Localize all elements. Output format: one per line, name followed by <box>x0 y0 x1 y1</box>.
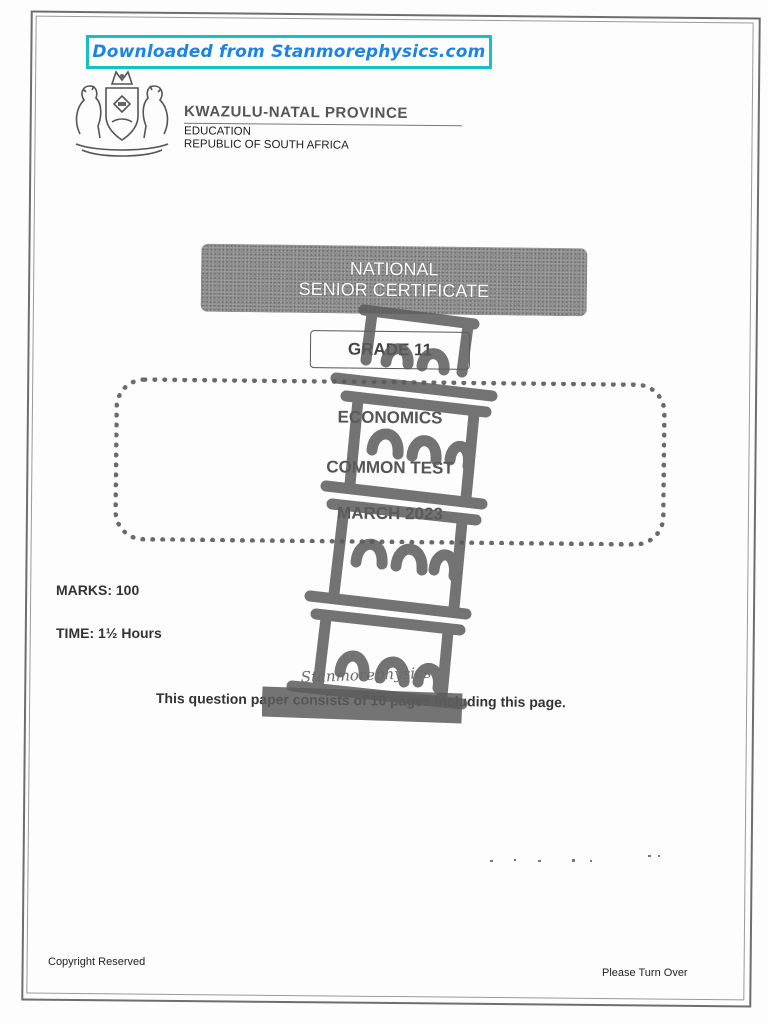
certificate-title-line2: SENIOR CERTIFICATE <box>298 278 490 302</box>
please-turn-over: Please Turn Over <box>602 967 688 979</box>
marks-total: MARKS: 100 <box>56 582 140 598</box>
copyright-notice: Copyright Reserved <box>48 956 146 968</box>
country-name: REPUBLIC OF SOUTH AFRICA <box>183 138 349 152</box>
time-allowed: TIME: 1½ Hours <box>56 625 162 641</box>
certificate-title-line1: NATIONAL <box>349 258 439 280</box>
download-source-link[interactable]: Downloaded from Stanmorephysics.com <box>86 35 492 69</box>
province-name: KWAZULU-NATAL PROVINCE <box>183 103 409 122</box>
scan-specks <box>490 855 660 862</box>
department-block: EDUCATION REPUBLIC OF SOUTH AFRICA <box>184 125 349 152</box>
coat-of-arms-icon <box>75 70 169 157</box>
leaning-tower-icon <box>262 304 498 724</box>
